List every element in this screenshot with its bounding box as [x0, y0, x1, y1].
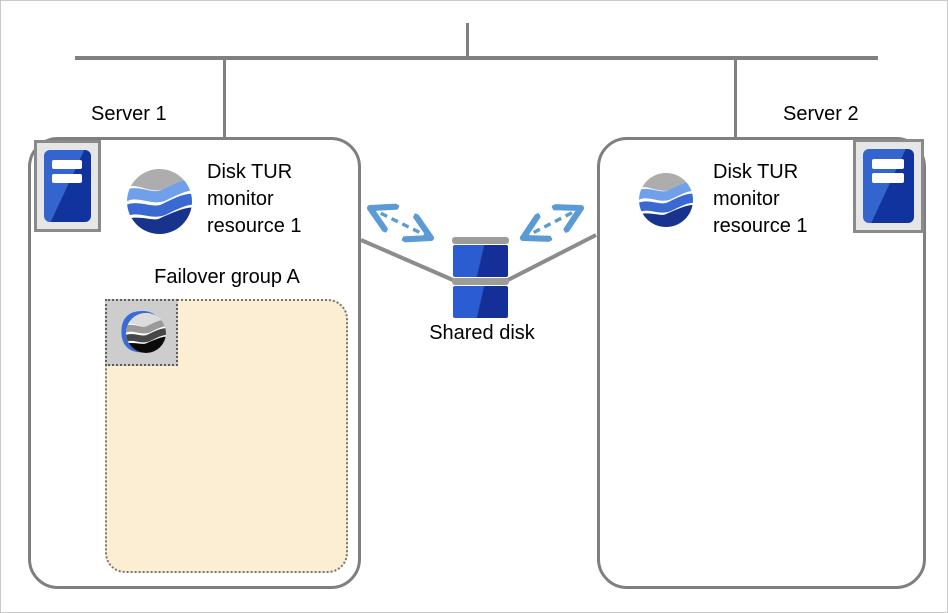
disk-body	[453, 245, 508, 277]
server1-disk-line	[360, 238, 454, 282]
server2-network-drop-line	[734, 59, 737, 138]
network-uplink-line	[466, 23, 469, 58]
server-tower-icon	[863, 149, 914, 223]
failover-group-icon: G	[105, 299, 178, 366]
disk-cap	[452, 237, 509, 244]
shared-disk-label: Shared disk	[429, 322, 535, 344]
drive-slot	[872, 159, 904, 169]
server1-computer-icon	[34, 140, 101, 232]
server2-monitor-label: Disk TUR monitor resource 1	[713, 161, 808, 237]
group-globe-icon	[126, 313, 166, 353]
server1-monitor-resource-icon	[127, 169, 192, 234]
server1-disk-arrow	[370, 208, 431, 238]
server2-computer-icon	[853, 139, 924, 233]
server1-box	[28, 137, 361, 589]
drive-slot	[52, 160, 82, 170]
server2-box	[597, 137, 926, 589]
server2-disk-line	[507, 233, 597, 282]
drive-slot	[52, 173, 82, 184]
server2-monitor-resource-icon	[639, 173, 693, 227]
network-bus-line	[75, 56, 878, 60]
server2-label: Server 2	[783, 103, 859, 125]
server1-label: Server 1	[91, 103, 167, 125]
server1-network-drop-line	[223, 59, 226, 138]
failover-group-label: Failover group A	[154, 266, 300, 288]
disk-cap	[452, 278, 509, 285]
disk-body	[453, 286, 508, 318]
server1-monitor-label: Disk TUR monitor resource 1	[207, 161, 302, 237]
server2-disk-arrow	[523, 208, 581, 238]
drive-slot	[872, 173, 904, 184]
server-tower-icon	[44, 150, 91, 222]
shared-disk-icon	[452, 237, 509, 319]
